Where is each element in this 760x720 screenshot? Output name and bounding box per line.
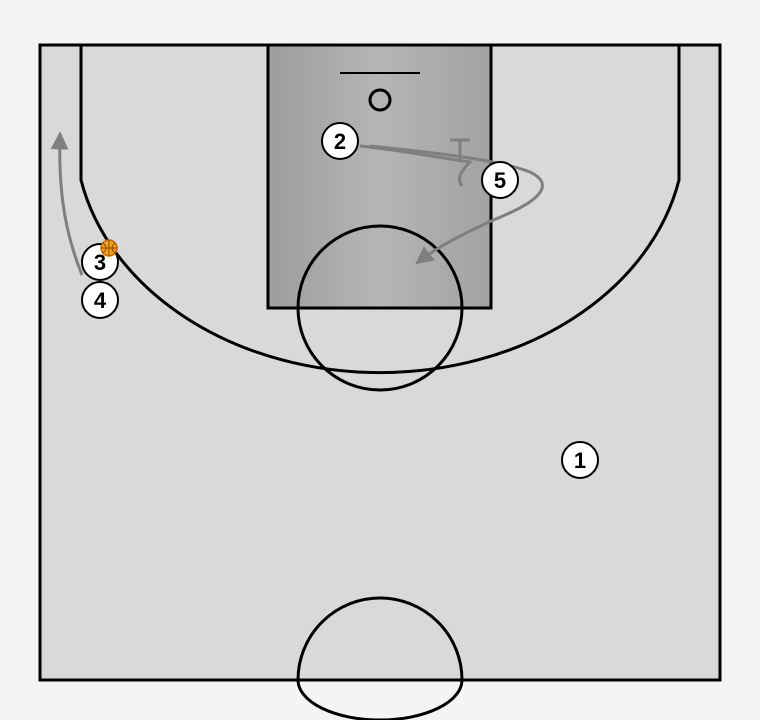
free-throw-circle: [296, 224, 464, 392]
player-1[interactable]: 1: [561, 441, 599, 479]
three-point-line: [79, 45, 681, 375]
player-4[interactable]: 4: [81, 281, 119, 319]
cut-path-player-3: [50, 131, 84, 276]
basketball-icon: [100, 239, 118, 257]
player-5-label: 5: [494, 168, 506, 193]
screen-path-player-2: [359, 144, 474, 187]
player-2-label: 2: [334, 129, 346, 154]
player-4-label: 4: [94, 288, 107, 313]
cut-path-player-5: [369, 144, 544, 265]
player-2[interactable]: 2: [321, 122, 359, 160]
player-3-label: 3: [94, 250, 106, 275]
player-5[interactable]: 5: [481, 161, 519, 199]
paint-area: [266, 43, 493, 310]
center-circle: [296, 596, 464, 720]
player-1-label: 1: [574, 448, 586, 473]
rim: [368, 88, 392, 112]
